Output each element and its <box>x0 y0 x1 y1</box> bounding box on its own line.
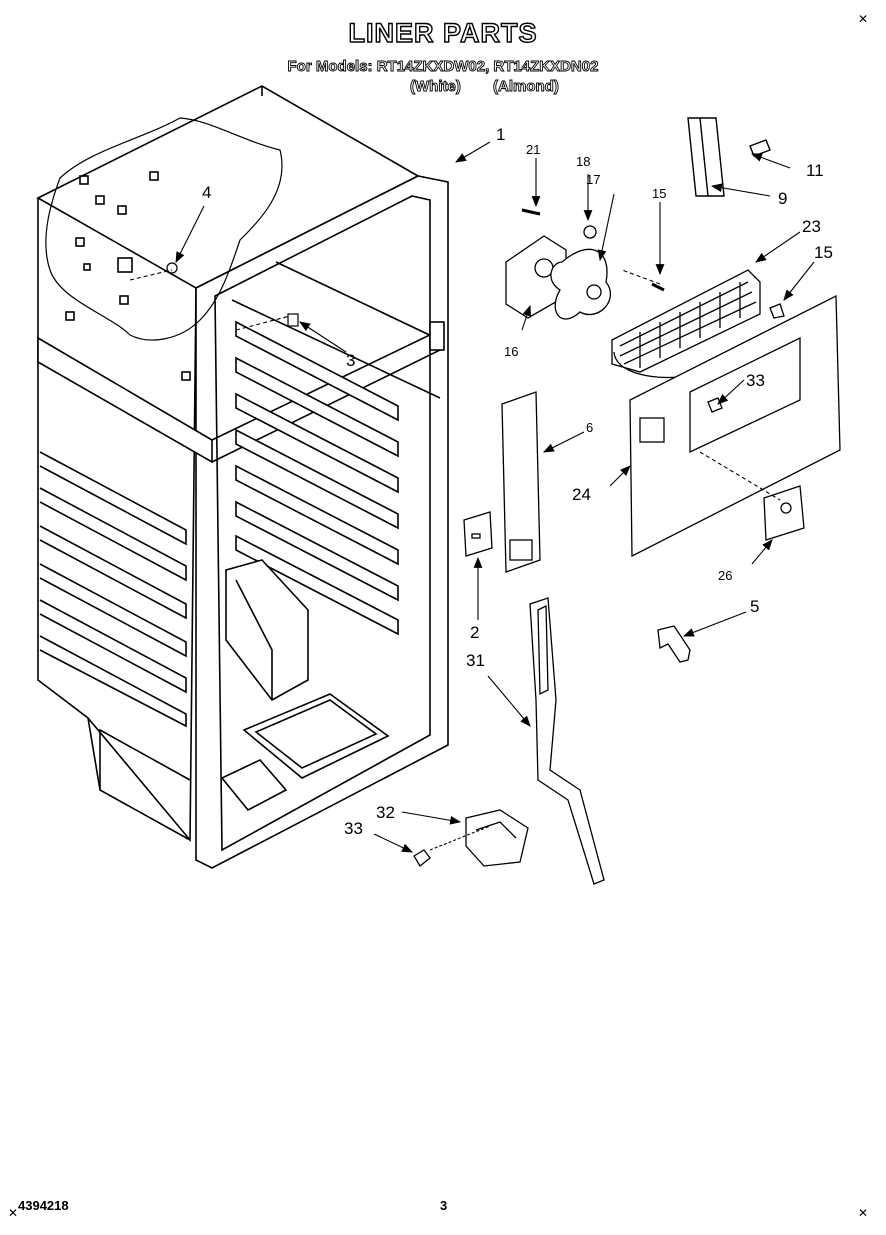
callout-11: 11 <box>806 161 824 180</box>
page-title: LINER PARTS <box>348 17 538 48</box>
callout-21: 21 <box>526 142 540 157</box>
fitting-part-32 <box>465 809 529 867</box>
callout-15-top: 15 <box>652 186 666 201</box>
page-number: 3 <box>440 1198 448 1213</box>
cover-part-26 <box>763 485 805 541</box>
document-number: 4394218 <box>18 1198 69 1213</box>
rear-panel-part-24 <box>629 294 841 558</box>
clip-part-5 <box>657 625 691 663</box>
callout-16: 16 <box>504 344 518 359</box>
callout-32: 32 <box>376 803 395 822</box>
liner-cabinet <box>36 85 449 869</box>
callout-9: 9 <box>778 189 787 208</box>
callout-33-upper: 33 <box>746 371 765 390</box>
callout-18: 18 <box>576 154 590 169</box>
callout-5: 5 <box>750 597 759 616</box>
callout-1: 1 <box>496 125 505 144</box>
corner-mark-bottom-right: ✕ <box>858 1206 869 1220</box>
bracket-part-9 <box>687 117 771 197</box>
duct-part-6 <box>501 391 541 573</box>
models-line: For Models: RT14ZKXDW02, RT14ZKXDN02 <box>287 58 599 76</box>
callout-31: 31 <box>466 651 485 670</box>
air-duct-part-31 <box>529 597 605 885</box>
screw-part-33-lower <box>413 849 431 867</box>
callout-23: 23 <box>802 217 821 236</box>
corner-mark-bottom-left: ✕ <box>8 1206 19 1220</box>
variant-almond: (Almond) <box>493 78 560 96</box>
callout-6: 6 <box>586 420 593 435</box>
corner-mark-top-right: ✕ <box>858 12 869 26</box>
variant-white: (White) <box>410 78 462 96</box>
plate-part-2 <box>463 511 493 557</box>
fan-motor-assembly <box>505 208 665 320</box>
callout-4: 4 <box>202 183 211 202</box>
callout-33-lower: 33 <box>344 819 363 838</box>
callout-15-right: 15 <box>814 243 833 262</box>
callout-17: 17 <box>586 172 600 187</box>
evaporator-grille-part-23 <box>611 269 761 379</box>
screw-part-15-right <box>769 303 785 319</box>
callout-3: 3 <box>346 351 355 370</box>
callout-2: 2 <box>470 623 479 642</box>
callout-26: 26 <box>718 568 732 583</box>
callout-numbers: 1 21 18 17 15 11 9 23 15 16 4 3 33 6 24 … <box>202 125 833 838</box>
clip-part-3 <box>287 313 299 327</box>
callout-24: 24 <box>572 485 591 504</box>
leader-lines <box>129 141 815 853</box>
clip-part-4 <box>166 262 178 274</box>
variants-line: (White) (Almond) <box>410 78 587 96</box>
